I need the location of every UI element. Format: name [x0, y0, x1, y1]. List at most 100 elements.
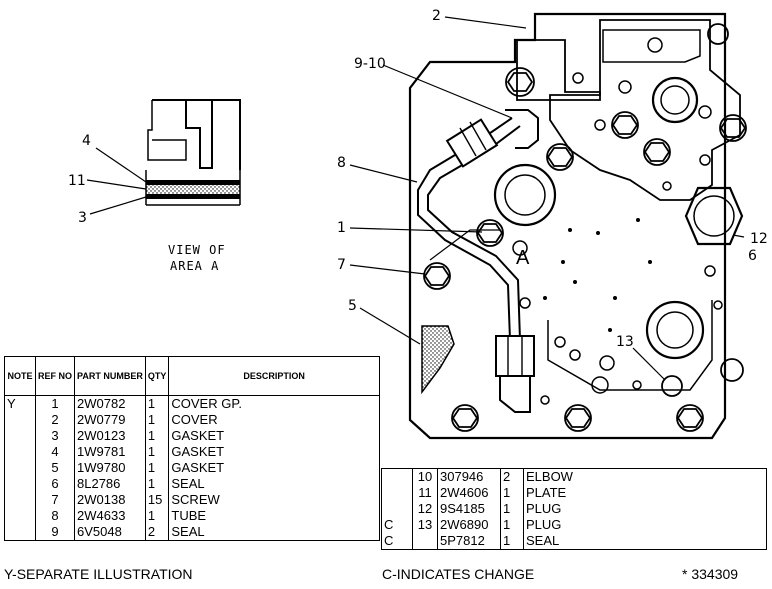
- cell-ref: 12: [412, 501, 438, 517]
- cell-desc: COVER: [168, 412, 380, 428]
- cell-part: 5P7812: [437, 533, 501, 550]
- view-caption-line2: AREA A: [170, 259, 219, 273]
- cell-note: [381, 485, 413, 501]
- cell-note: [4, 524, 36, 541]
- cell-part: 2W0782: [74, 395, 146, 412]
- callout-8: 8: [337, 155, 346, 171]
- callout-9-10: 9-10: [354, 56, 386, 72]
- cell-qty: 2: [500, 468, 524, 485]
- header-ref-no: REF NO: [34, 356, 76, 396]
- callout-2: 2: [432, 8, 441, 24]
- cell-part: 2W4633: [74, 508, 146, 524]
- view-caption-line1: VIEW OF: [168, 243, 226, 257]
- cell-desc: PLATE: [523, 485, 767, 501]
- cell-desc: TUBE: [168, 508, 380, 524]
- header-note: NOTE: [4, 356, 36, 396]
- callout-12: 12: [750, 231, 768, 247]
- cell-note: [4, 492, 36, 508]
- cell-ref: 4: [34, 444, 76, 460]
- area-a-marker: A: [516, 247, 530, 269]
- cell-ref: 5: [34, 460, 76, 476]
- tube-8: [417, 109, 539, 413]
- cell-part: 8L2786: [74, 476, 146, 492]
- cell-desc: COVER GP.: [168, 395, 380, 412]
- cell-part: 2W0779: [74, 412, 146, 428]
- cell-ref: 2: [34, 412, 76, 428]
- cell-note: [4, 460, 36, 476]
- cell-desc: SEAL: [168, 476, 380, 492]
- callout-5: 5: [348, 298, 357, 314]
- cell-part: 1W9780: [74, 460, 146, 476]
- cell-qty: 1: [500, 517, 524, 533]
- cell-part: 1W9781: [74, 444, 146, 460]
- header-part-number: PART NUMBER: [74, 356, 146, 396]
- callout-4: 4: [82, 133, 91, 149]
- cell-part: 2W6890: [437, 517, 501, 533]
- callout-6: 6: [748, 248, 757, 264]
- cell-qty: 2: [144, 524, 170, 541]
- cell-desc: SEAL: [523, 533, 767, 550]
- cell-qty: 1: [500, 501, 524, 517]
- cell-qty: 15: [144, 492, 170, 508]
- cell-desc: PLUG: [523, 501, 767, 517]
- callout-13: 13: [616, 334, 634, 350]
- cell-desc: ELBOW: [523, 468, 767, 485]
- cell-part: 307946: [437, 468, 501, 485]
- cover-plate: [408, 12, 747, 440]
- cell-ref: 7: [34, 492, 76, 508]
- callout-3: 3: [78, 210, 87, 226]
- cell-note: [4, 412, 36, 428]
- header-qty: QTY: [144, 356, 170, 396]
- cell-ref: 13: [412, 517, 438, 533]
- cell-ref: 10: [412, 468, 438, 485]
- cell-part: 2W4606: [437, 485, 501, 501]
- cell-desc: GASKET: [168, 428, 380, 444]
- cell-qty: 1: [500, 533, 524, 550]
- parts-table-left: NOTE REF NO PART NUMBER QTY DESCRIPTION …: [4, 356, 380, 541]
- cell-desc: PLUG: [523, 517, 767, 533]
- cell-ref: 6: [34, 476, 76, 492]
- cell-desc: SCREW: [168, 492, 380, 508]
- cell-ref: 11: [412, 485, 438, 501]
- cell-ref: [412, 533, 438, 550]
- cell-part: 9S4185: [437, 501, 501, 517]
- cell-ref: 1: [34, 395, 76, 412]
- cell-note: [4, 444, 36, 460]
- cell-qty: 1: [144, 460, 170, 476]
- cell-note: C: [381, 517, 413, 533]
- leader-lines: [349, 16, 745, 381]
- callout-1: 1: [337, 220, 346, 236]
- footer-indicates-change: C-INDICATES CHANGE: [382, 566, 535, 582]
- cell-note: C: [381, 533, 413, 550]
- cell-qty: 1: [500, 485, 524, 501]
- cell-note: [381, 501, 413, 517]
- cell-desc: SEAL: [168, 524, 380, 541]
- callout-11: 11: [68, 173, 86, 189]
- callout-7: 7: [337, 257, 346, 273]
- cell-note: Y: [4, 395, 36, 412]
- footer-separate-illustration: Y-SEPARATE ILLUSTRATION: [4, 566, 193, 582]
- cell-note: [4, 508, 36, 524]
- cell-part: 2W0123: [74, 428, 146, 444]
- cell-desc: GASKET: [168, 460, 380, 476]
- cell-ref: 8: [34, 508, 76, 524]
- footer-illustration-number: * 334309: [682, 566, 739, 582]
- cell-note: [4, 428, 36, 444]
- cell-note: [381, 468, 413, 485]
- cell-qty: 1: [144, 395, 170, 412]
- cell-ref: 3: [34, 428, 76, 444]
